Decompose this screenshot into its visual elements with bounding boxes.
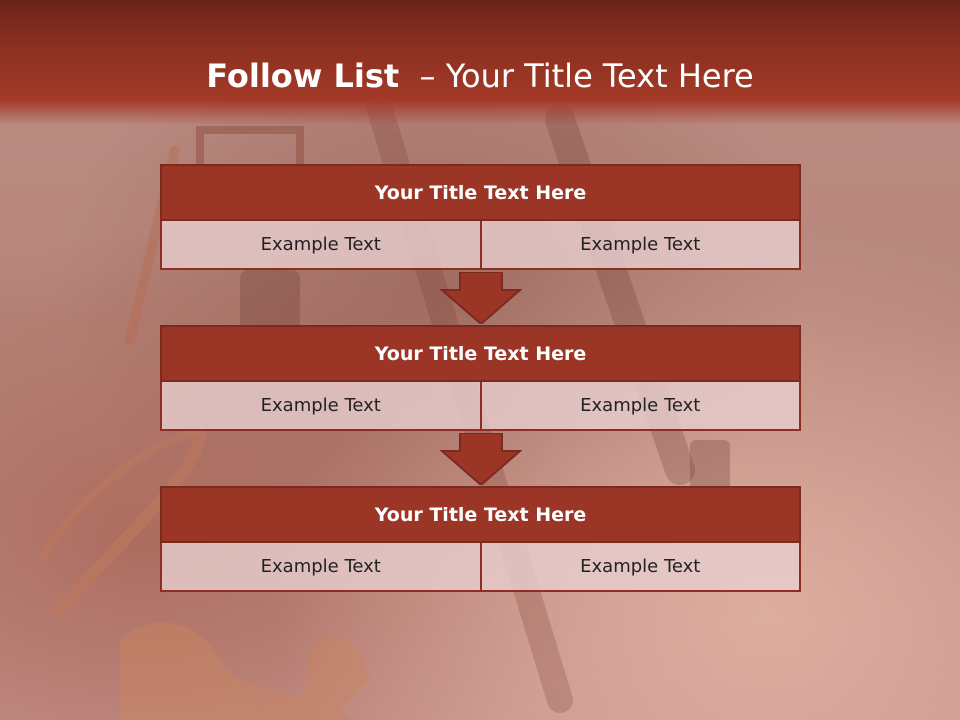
list-block-title: Your Title Text Here [160, 486, 801, 543]
list-block-row: Example Text Example Text [160, 382, 801, 431]
title-bar [0, 0, 960, 125]
list-block-3: Your Title Text Here Example Text Exampl… [160, 486, 801, 592]
down-arrow-icon [440, 433, 522, 485]
list-block-cell-right: Example Text [481, 543, 801, 592]
list-block-title: Your Title Text Here [160, 164, 801, 221]
list-block-cell-left: Example Text [160, 221, 482, 270]
list-block-2: Your Title Text Here Example Text Exampl… [160, 325, 801, 431]
list-block-cell-right: Example Text [481, 382, 801, 431]
list-block-title: Your Title Text Here [160, 325, 801, 382]
slide-title: Follow List – Your Title Text Here [0, 52, 960, 100]
list-block-cell-left: Example Text [160, 382, 482, 431]
list-block-1: Your Title Text Here Example Text Exampl… [160, 164, 801, 270]
slide-title-rest: – Your Title Text Here [399, 57, 754, 95]
down-arrow-icon [440, 272, 522, 324]
list-block-cell-right: Example Text [481, 221, 801, 270]
list-block-cell-left: Example Text [160, 543, 482, 592]
list-block-row: Example Text Example Text [160, 543, 801, 592]
list-block-row: Example Text Example Text [160, 221, 801, 270]
slide-title-bold: Follow List [206, 57, 400, 95]
